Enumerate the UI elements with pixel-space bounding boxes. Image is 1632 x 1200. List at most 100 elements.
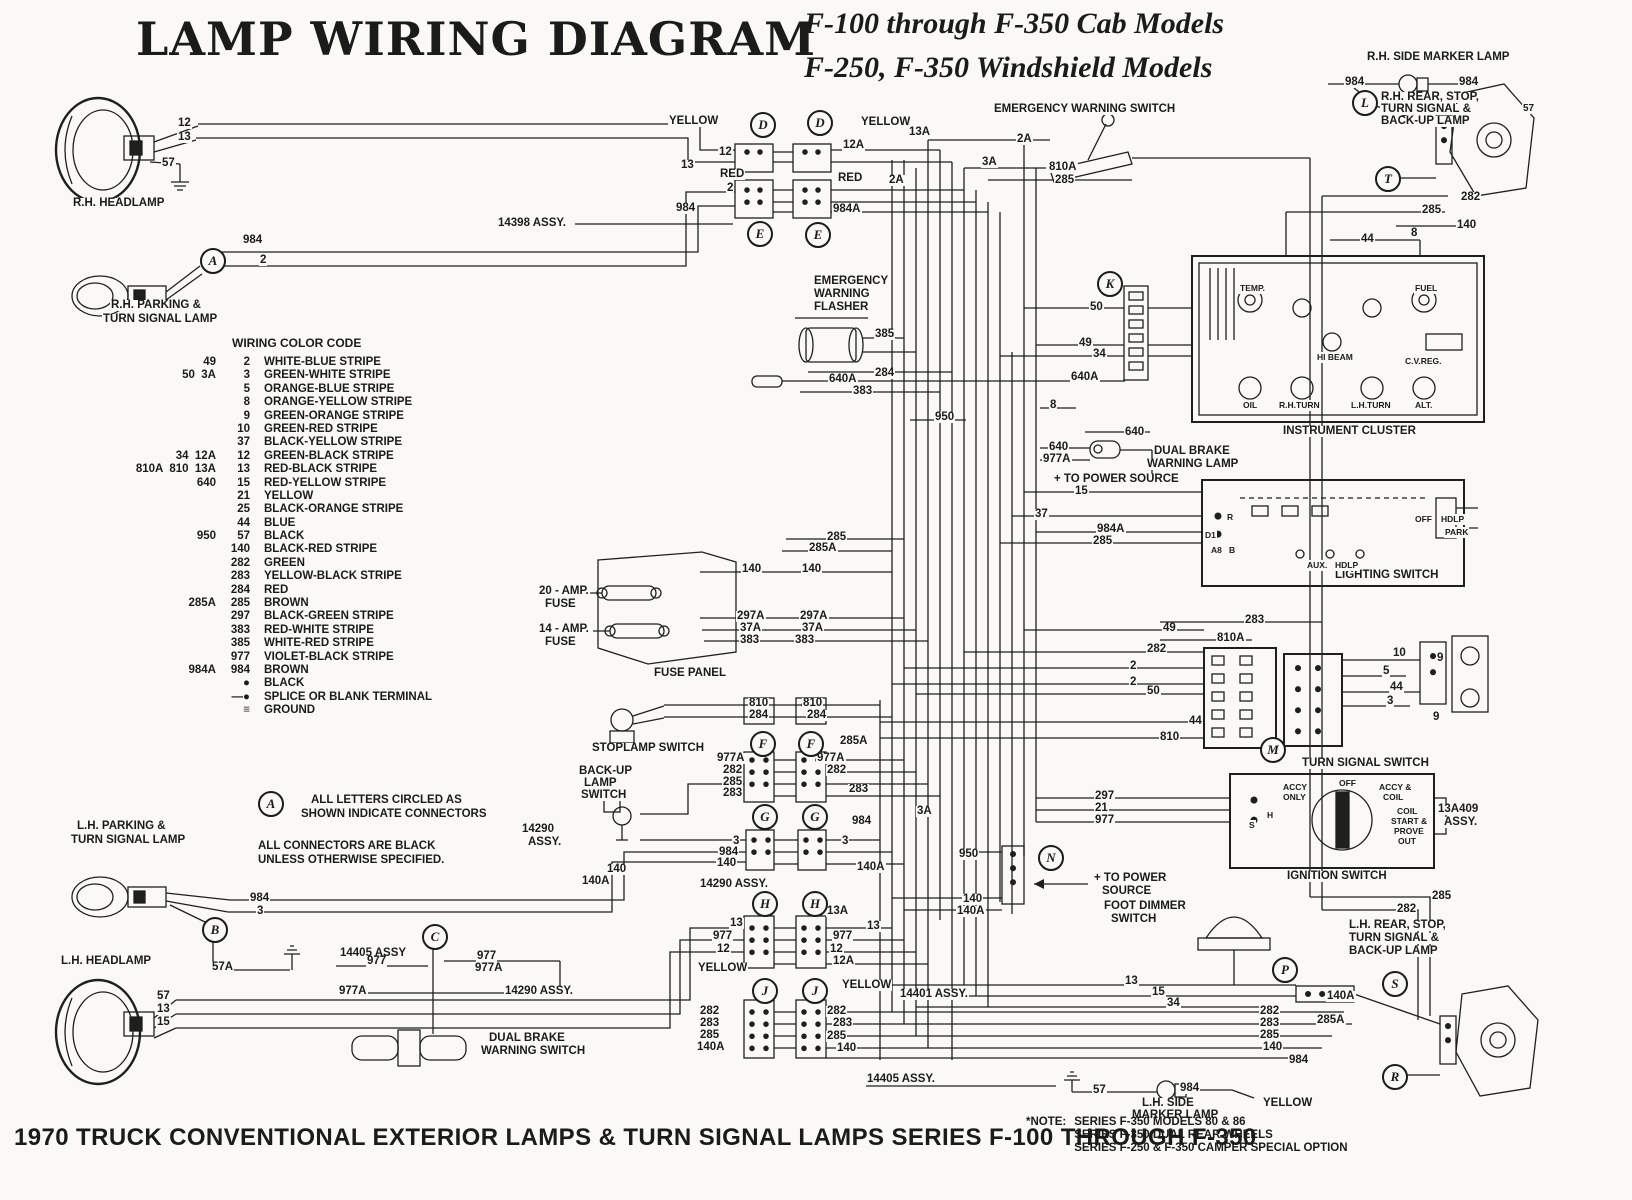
color-code-cell: ≡ xyxy=(243,704,250,717)
wire-label: 3 xyxy=(256,905,265,917)
wire-label: 977A xyxy=(816,752,846,764)
color-code-cell: ● xyxy=(243,677,250,690)
connector-s: S xyxy=(1382,971,1408,997)
color-code-cell: ORANGE-BLUE STRIPE xyxy=(264,382,395,395)
wire-label: 383 xyxy=(794,634,816,646)
note-text: SHOWN INDICATE CONNECTORS xyxy=(300,808,488,820)
wire-label: 284 xyxy=(748,709,770,721)
connector-n: N xyxy=(1038,845,1064,871)
wire-label: 3 xyxy=(841,835,850,847)
switch-label: B xyxy=(1228,545,1237,556)
color-code-cell xyxy=(84,691,216,704)
wire-label: 2A xyxy=(1016,133,1033,145)
ground-symbols xyxy=(171,181,1080,1081)
connector-h: H xyxy=(802,891,828,917)
wire-label: 282 xyxy=(1460,191,1482,203)
component-label: EMERGENCY WARNING SWITCH xyxy=(993,103,1177,115)
component-label: 20 - AMP. xyxy=(538,585,590,597)
switch-label: OFF xyxy=(1338,778,1357,789)
wire-label: 140A xyxy=(856,861,886,873)
wire-label: 140 xyxy=(801,563,823,575)
wire-label: 285 xyxy=(1054,174,1076,186)
color-code-cell: VIOLET-BLACK STRIPE xyxy=(264,650,394,663)
wire-label: 21 xyxy=(1094,802,1109,814)
wire-label: 282 xyxy=(1396,903,1418,915)
subtitle-line-2: F-250, F-350 Windshield Models xyxy=(804,51,1213,84)
component-label: DUAL BRAKE xyxy=(1153,445,1231,457)
color-code-cell: BLUE xyxy=(264,516,296,529)
component-label: WARNING xyxy=(813,288,871,300)
color-code-cell: 10 xyxy=(237,422,250,435)
power-source-arrow xyxy=(1034,879,1044,889)
color-code-cell: RED-WHITE STRIPE xyxy=(264,623,374,636)
color-code-cell: WHITE-BLUE STRIPE xyxy=(264,356,381,368)
color-code-cell xyxy=(84,624,216,637)
gauge-label: C.V.REG. xyxy=(1404,356,1443,367)
connector-blocks-de xyxy=(734,143,832,219)
component-label: + TO POWER SOURCE xyxy=(1053,473,1180,485)
color-code-cell: BLACK xyxy=(264,677,305,690)
color-code-cell: 282 xyxy=(230,556,250,569)
wire-label: 283 xyxy=(699,1017,721,1029)
page-subtitle: F-100 through F-350 Cab Models F-250, F-… xyxy=(804,2,1224,90)
wire-label: 383 xyxy=(852,385,874,397)
color-code-cell: BLACK-GREEN STRIPE xyxy=(264,610,394,623)
connector-j: J xyxy=(802,978,828,1004)
wire-label: 8 xyxy=(1410,227,1419,239)
wire-label: 282 xyxy=(722,764,744,776)
component-label: DUAL BRAKE xyxy=(488,1032,566,1044)
gauge-label: L.H.TURN xyxy=(1350,400,1392,411)
switch-label: HDLP xyxy=(1334,560,1360,571)
wire-label: 950 xyxy=(934,411,956,423)
connector-c: C xyxy=(422,924,448,950)
note-line: SERIES F-350 MODELS 80 & 86 xyxy=(1074,1116,1246,1128)
component-label: WARNING LAMP xyxy=(1146,458,1240,470)
component-label: 14398 ASSY. xyxy=(497,217,567,229)
color-code-cell: BLACK xyxy=(264,530,305,543)
switch-label: COIL xyxy=(1382,792,1405,803)
component-label: LAMP xyxy=(583,777,618,789)
color-code-cell xyxy=(84,543,216,556)
component-label: INSTRUMENT CLUSTER xyxy=(1282,425,1417,437)
component-label: L.H. PARKING & xyxy=(76,820,167,832)
connector-g: G xyxy=(752,804,778,830)
wire-label: 140A xyxy=(1326,990,1356,1002)
wire-label: 285 xyxy=(826,1030,848,1042)
color-code-cell: 21 xyxy=(237,489,250,502)
gauge-label: FUEL xyxy=(1414,283,1439,294)
wire-label: 282 xyxy=(699,1005,721,1017)
wire-label: 977 xyxy=(366,955,388,967)
wire-label: 977 xyxy=(1094,814,1116,826)
color-code-cell: 50 3A xyxy=(182,369,216,382)
wire-label: 950 xyxy=(958,848,980,860)
color-code-cell xyxy=(84,517,216,530)
connector-b: B xyxy=(202,917,228,943)
wire-label: 977 xyxy=(476,950,498,962)
component-label: FUSE xyxy=(544,598,577,610)
connector-f: F xyxy=(750,731,776,757)
wire-label: 285 xyxy=(722,776,744,788)
wire-label: 977A xyxy=(338,985,368,997)
wire-label: 984A xyxy=(832,203,862,215)
gauge-label: HI BEAM xyxy=(1316,352,1354,363)
wire-label: 34 xyxy=(1092,348,1107,360)
wire-color-label: YELLOW xyxy=(1262,1097,1314,1109)
wire-label: 810 xyxy=(802,697,824,709)
color-code-cell xyxy=(84,704,216,717)
switch-label: D1 xyxy=(1204,530,1217,541)
wire-label: 57 xyxy=(1522,103,1536,114)
connector-e: E xyxy=(805,222,831,248)
connector-g: G xyxy=(802,804,828,830)
color-code-cell: RED-YELLOW STRIPE xyxy=(264,476,387,489)
wire-label: 57 xyxy=(161,157,176,169)
wire-label: 140 xyxy=(1456,219,1478,231)
connector-a: A xyxy=(258,791,284,817)
switch-label: R xyxy=(1226,512,1235,523)
